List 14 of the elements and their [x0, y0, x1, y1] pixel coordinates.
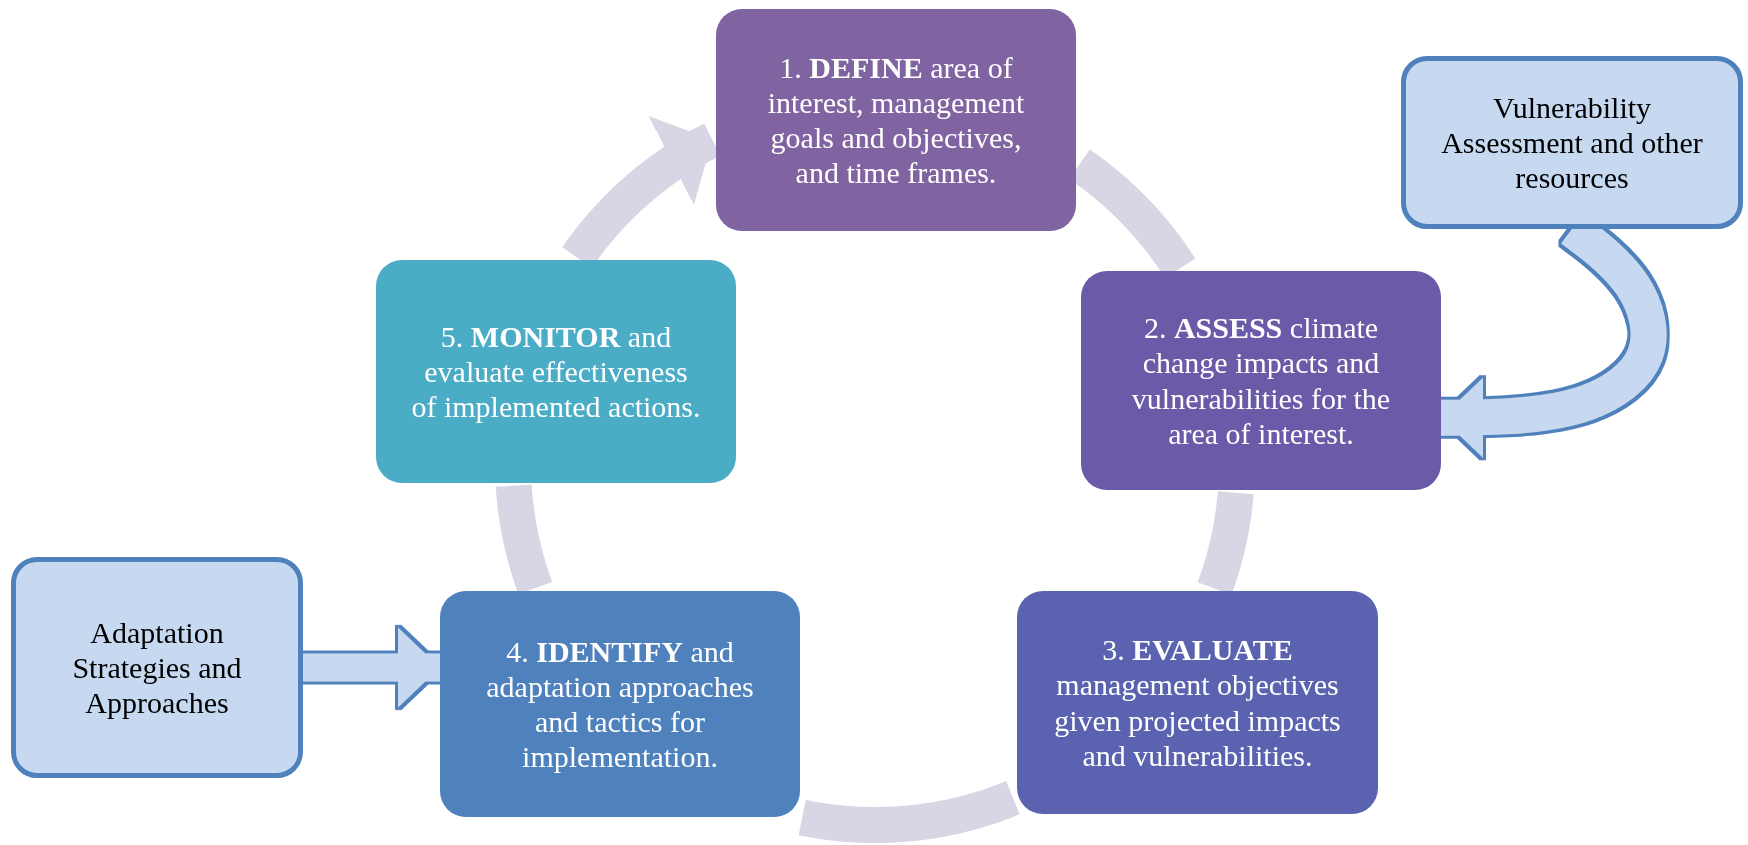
process-box — [1401, 56, 1743, 229]
process-box — [1081, 271, 1441, 490]
step-text: 2. ASSESS climate change impacts and vulnerabilities for the area of interest. — [1130, 310, 1392, 451]
step-text: 1. DEFINE area of interest, management goals and objectives, and time frames. — [766, 49, 1026, 191]
step-text: Vulnerability Assessment and other resources — [1440, 89, 1704, 196]
step-text: 5. MONITOR and evaluate effectiveness of implemented actions. — [410, 318, 702, 425]
step-text: 4. IDENTIFY and adaptation approaches and tactics for implementation. — [485, 633, 755, 775]
step-text: Adaptation Strategies and Approaches — [71, 614, 243, 721]
process-box — [716, 9, 1076, 231]
process-box — [11, 557, 303, 778]
process-box — [376, 260, 736, 483]
process-box — [440, 591, 800, 817]
step-text: 3. EVALUATE management objectives given projected impacts and vulnerabilities. — [1053, 632, 1342, 773]
process-box — [1017, 591, 1378, 814]
